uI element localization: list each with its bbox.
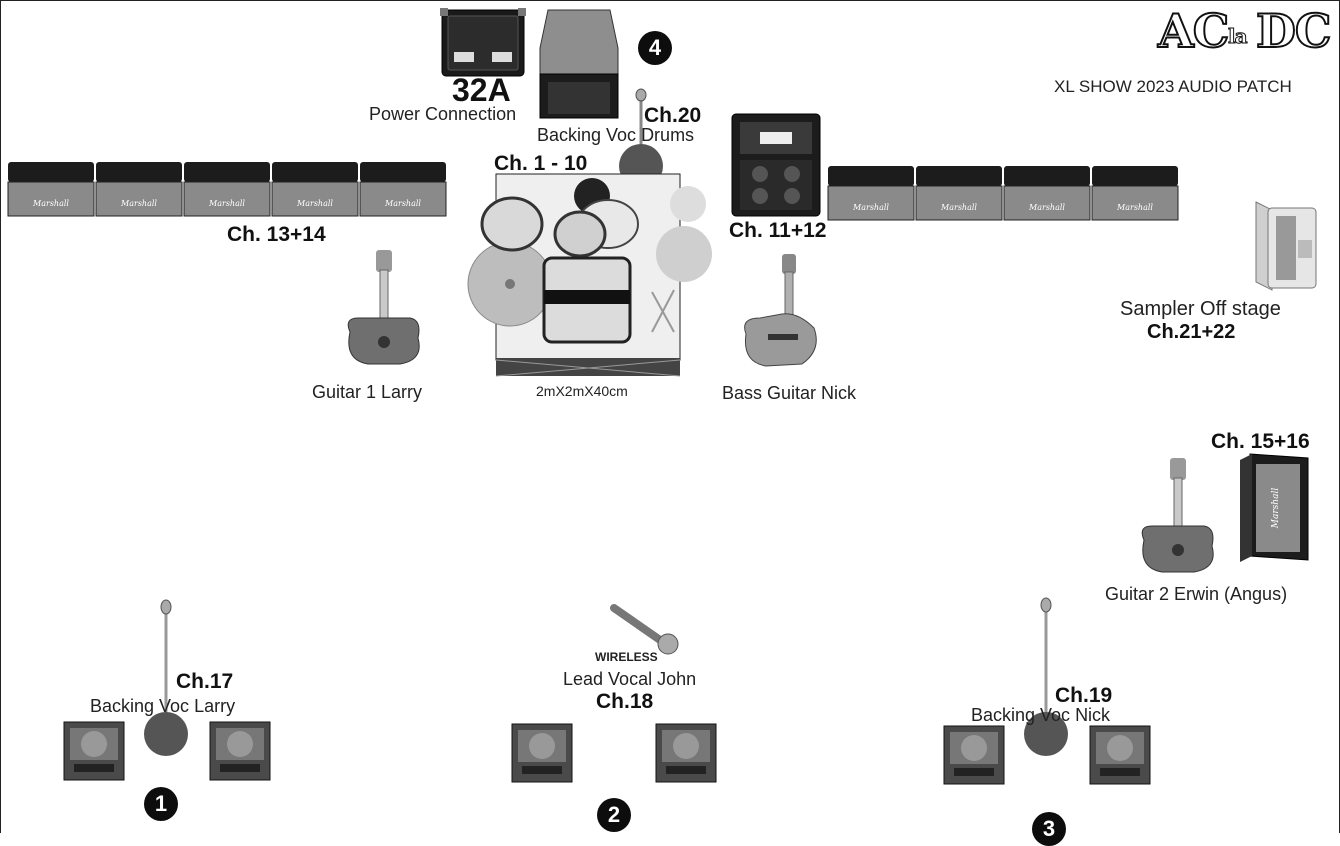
marshall-badge: Marshall (384, 199, 421, 208)
guitar1-marshall-cabs-icon: Marshall Marshall Marshall Marshall Mars… (7, 162, 447, 217)
wireless-mic-icon (610, 604, 679, 655)
john-voc-channel: Ch.18 (596, 690, 654, 713)
monitor-wedge-icon (943, 725, 1005, 785)
marshall-badge: Marshall (940, 203, 977, 212)
power-label: Power Connection (369, 104, 517, 124)
larry-mic-stand-icon (144, 599, 188, 756)
marshall-badge: Marshall (1028, 203, 1065, 212)
marshall-badge: Marshall (1116, 203, 1153, 212)
power-case-icon (440, 8, 526, 77)
position-number-1: 1 (144, 787, 178, 821)
guitar1-icon (347, 250, 420, 365)
drum-riser-icon (467, 173, 712, 377)
marshall-cab-icon (827, 166, 915, 221)
drums-voc-channel: Ch.20 (644, 104, 702, 127)
bass-side-marshall-cabs-icon: Marshall Marshall Marshall Marshall (827, 166, 1179, 221)
marshall-cab-icon (915, 166, 1003, 221)
bass-label: Bass Guitar Nick (722, 383, 857, 403)
marshall-cab-icon (183, 162, 271, 217)
john-voc-label: Lead Vocal John (563, 669, 697, 689)
marshall-cab-icon (271, 162, 359, 217)
marshall-cab-icon (95, 162, 183, 217)
power-amperage: 32A (452, 72, 511, 108)
marshall-cab-icon (1091, 166, 1179, 221)
logo-ac: AC (1157, 3, 1230, 59)
monitor-wedge-icon (1089, 725, 1151, 785)
monitor-wedge-icon (63, 721, 125, 781)
sampler-channel: Ch.21+22 (1147, 321, 1236, 343)
monitor-wedge-icon (655, 723, 717, 783)
marshall-badge: Marshall (120, 199, 157, 208)
drums-channel: Ch. 1 - 10 (494, 152, 588, 175)
riser-size-label: 2mX2mX40cm (536, 383, 628, 399)
guitar1-label: Guitar 1 Larry (312, 382, 423, 402)
marshall-badge: Marshall (1271, 488, 1281, 530)
drum-monitor-icon (539, 9, 619, 119)
larry-voc-label: Backing Voc Larry (90, 696, 236, 716)
marshall-cab-icon (7, 162, 95, 217)
drums-voc-label: Backing Voc Drums (537, 125, 695, 145)
nick-voc-channel: Ch.19 (1055, 684, 1113, 707)
marshall-badge: Marshall (852, 203, 889, 212)
guitar1-channel: Ch. 13+14 (227, 223, 326, 246)
laptop-icon (1255, 201, 1317, 291)
marshall-badge: Marshall (296, 199, 333, 208)
nick-mic-stand-icon (1024, 597, 1068, 756)
position-number-4: 4 (638, 31, 672, 65)
marshall-badge: Marshall (208, 199, 245, 208)
guitar2-icon (1141, 458, 1214, 573)
guitar2-label: Guitar 2 Erwin (Angus) (1105, 584, 1288, 604)
nick-voc-label: Backing Voc Nick (971, 705, 1111, 725)
position-number-2: 2 (597, 798, 631, 832)
marshall-cab-icon (359, 162, 447, 217)
position-number-3: 3 (1032, 812, 1066, 846)
logo-la: la (1228, 24, 1249, 49)
bass-guitar-icon (744, 254, 817, 367)
bass-channel: Ch. 11+12 (729, 219, 827, 242)
logo-dc: DC (1255, 3, 1332, 59)
monitor-wedge-icon (511, 723, 573, 783)
guitar2-cab-icon: Marshall (1240, 453, 1309, 562)
larry-voc-channel: Ch.17 (176, 670, 234, 693)
show-subtitle: XL SHOW 2023 AUDIO PATCH (1054, 77, 1292, 96)
wireless-label: WIRELESS (595, 650, 658, 664)
monitor-wedge-icon (209, 721, 271, 781)
marshall-cab-icon (1003, 166, 1091, 221)
marshall-badge: Marshall (32, 199, 69, 208)
guitar2-channel: Ch. 15+16 (1211, 430, 1310, 453)
sampler-label: Sampler Off stage (1120, 298, 1281, 320)
bass-amp-icon (731, 113, 821, 217)
